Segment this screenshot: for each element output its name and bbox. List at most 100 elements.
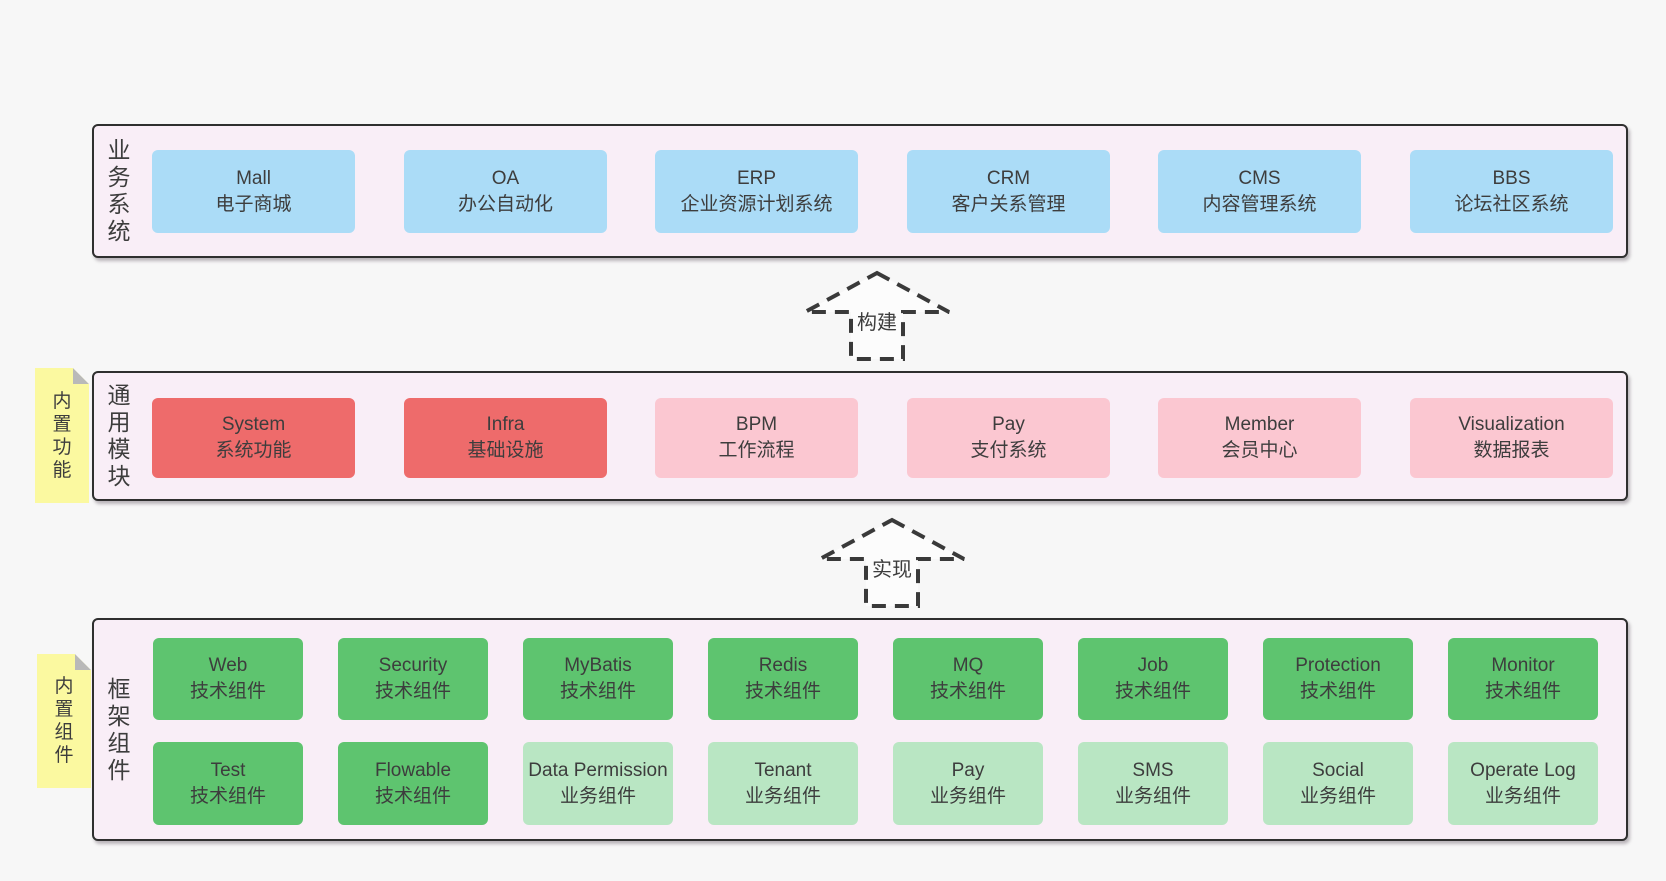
box-protection: Protection 技术组件: [1263, 638, 1413, 720]
box-test: Test 技术组件: [153, 742, 303, 825]
box-subtitle: 论坛社区系统: [1454, 193, 1569, 215]
tag-label: 内置组件: [54, 676, 74, 766]
box-subtitle: 业务组件: [1114, 785, 1191, 807]
box-title: Visualization: [1458, 414, 1565, 435]
box-subtitle: 技术组件: [1299, 681, 1376, 702]
box-title: Pay: [951, 759, 985, 781]
box-title: Job: [1137, 655, 1169, 676]
box-subtitle: 业务组件: [1299, 785, 1376, 807]
box-sms: SMS 业务组件: [1078, 742, 1228, 825]
box-title: Social: [1312, 759, 1364, 781]
box-job: Job 技术组件: [1078, 638, 1228, 720]
box-system: System 系统功能: [152, 398, 355, 478]
box-subtitle: 技术组件: [559, 681, 636, 702]
box-bpm: BPM 工作流程: [655, 398, 858, 478]
box-subtitle: 技术组件: [1114, 681, 1191, 702]
box-visualization: Visualization 数据报表: [1410, 398, 1613, 478]
box-title: CRM: [986, 167, 1031, 189]
box-subtitle: 数据报表: [1473, 440, 1550, 461]
box-oa: OA 办公自动化: [404, 150, 607, 233]
box-title: BPM: [735, 414, 778, 435]
box-social: Social 业务组件: [1263, 742, 1413, 825]
box-title: BBS: [1492, 167, 1531, 189]
arrow-build: 构建: [797, 268, 957, 363]
box-title: System: [221, 414, 286, 435]
box-subtitle: 企业资源计划系统: [680, 193, 833, 215]
box-title: SMS: [1132, 759, 1174, 781]
box-subtitle: 基础设施: [467, 440, 544, 461]
box-subtitle: 技术组件: [929, 681, 1006, 702]
layer-label-text: 框架组件: [107, 675, 131, 783]
box-title: Operate Log: [1470, 759, 1576, 781]
box-title: Monitor: [1491, 655, 1555, 676]
box-pay-component: Pay 业务组件: [893, 742, 1043, 825]
box-crm: CRM 客户关系管理: [907, 150, 1110, 233]
box-title: Tenant: [754, 759, 812, 781]
box-title: Security: [378, 655, 448, 676]
box-operate-log: Operate Log 业务组件: [1448, 742, 1598, 825]
box-subtitle: 电子商城: [215, 193, 292, 215]
layer-framework-components: 框架组件 Web 技术组件 Security 技术组件 MyBatis 技术组件…: [92, 618, 1628, 841]
box-infra: Infra 基础设施: [404, 398, 607, 478]
layer-label-framework-components: 框架组件: [98, 620, 140, 839]
box-member: Member 会员中心: [1158, 398, 1361, 478]
box-web: Web 技术组件: [153, 638, 303, 720]
box-monitor: Monitor 技术组件: [1448, 638, 1598, 720]
box-security: Security 技术组件: [338, 638, 488, 720]
layer-label-common-modules: 通用模块: [98, 373, 140, 499]
box-redis: Redis 技术组件: [708, 638, 858, 720]
box-title: CMS: [1238, 167, 1281, 189]
box-subtitle: 技术组件: [374, 785, 451, 807]
box-title: ERP: [736, 167, 777, 189]
box-title: OA: [491, 167, 520, 189]
box-subtitle: 工作流程: [718, 440, 795, 461]
box-subtitle: 技术组件: [744, 681, 821, 702]
box-mybatis: MyBatis 技术组件: [523, 638, 673, 720]
box-title: Protection: [1295, 655, 1381, 676]
box-title: Data Permission: [528, 759, 668, 781]
box-title: Redis: [758, 655, 808, 676]
layer-common-modules: 通用模块 System 系统功能 Infra 基础设施 BPM 工作流程 Pay…: [92, 371, 1628, 501]
box-flowable: Flowable 技术组件: [338, 742, 488, 825]
box-title: MyBatis: [564, 655, 632, 676]
box-subtitle: 支付系统: [970, 440, 1047, 461]
box-subtitle: 技术组件: [374, 681, 451, 702]
box-subtitle: 业务组件: [744, 785, 821, 807]
box-data-permission: Data Permission 业务组件: [523, 742, 673, 825]
box-bbs: BBS 论坛社区系统: [1410, 150, 1613, 233]
box-title: Mall: [236, 167, 271, 189]
folded-corner-icon: [75, 654, 91, 670]
arrow-label: 实现: [870, 559, 914, 581]
box-title: Infra: [486, 414, 525, 435]
box-title: Flowable: [374, 759, 452, 781]
arrow-label: 构建: [855, 312, 899, 334]
layer-label-business-systems: 业务系统: [98, 126, 140, 256]
box-erp: ERP 企业资源计划系统: [655, 150, 858, 233]
box-cms: CMS 内容管理系统: [1158, 150, 1361, 233]
tag-built-in-components: 内置组件: [37, 654, 91, 788]
box-title: Test: [210, 759, 246, 781]
box-subtitle: 业务组件: [559, 785, 636, 807]
box-subtitle: 技术组件: [189, 785, 266, 807]
layer-business-systems: 业务系统 Mall 电子商城 OA 办公自动化 ERP 企业资源计划系统 CRM…: [92, 124, 1628, 258]
tag-label: 内置功能: [52, 390, 72, 481]
box-subtitle: 业务组件: [929, 785, 1006, 807]
box-mall: Mall 电子商城: [152, 150, 355, 233]
box-subtitle: 客户关系管理: [951, 193, 1066, 215]
layer-label-text: 通用模块: [107, 382, 131, 489]
arrow-implement: 实现: [812, 515, 972, 610]
box-subtitle: 业务组件: [1484, 785, 1561, 807]
box-tenant: Tenant 业务组件: [708, 742, 858, 825]
folded-corner-icon: [73, 368, 89, 384]
box-mq: MQ 技术组件: [893, 638, 1043, 720]
tag-built-in-features: 内置功能: [35, 368, 89, 503]
box-subtitle: 内容管理系统: [1202, 193, 1317, 215]
box-subtitle: 办公自动化: [457, 193, 553, 215]
box-title: Member: [1224, 414, 1295, 435]
box-title: MQ: [952, 655, 984, 676]
box-subtitle: 技术组件: [189, 681, 266, 702]
box-subtitle: 会员中心: [1221, 440, 1298, 461]
box-subtitle: 系统功能: [215, 440, 292, 461]
box-subtitle: 技术组件: [1484, 681, 1561, 702]
